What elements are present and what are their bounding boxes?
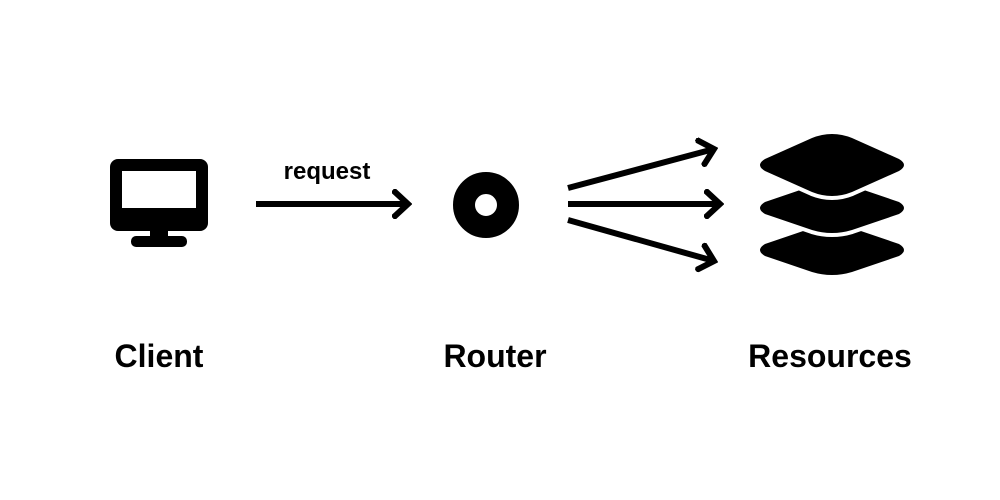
- router-icon: [453, 172, 519, 238]
- router-label: Router: [443, 338, 546, 374]
- layers-stack-icon: [755, 130, 909, 275]
- router-to-resources-arrow-top: [567, 149, 714, 191]
- resources-label: Resources: [748, 338, 912, 374]
- request-label: request: [284, 158, 371, 185]
- monitor-icon: [110, 159, 208, 247]
- client-label: Client: [115, 338, 204, 374]
- router-to-resources-arrow-bottom: [567, 217, 714, 261]
